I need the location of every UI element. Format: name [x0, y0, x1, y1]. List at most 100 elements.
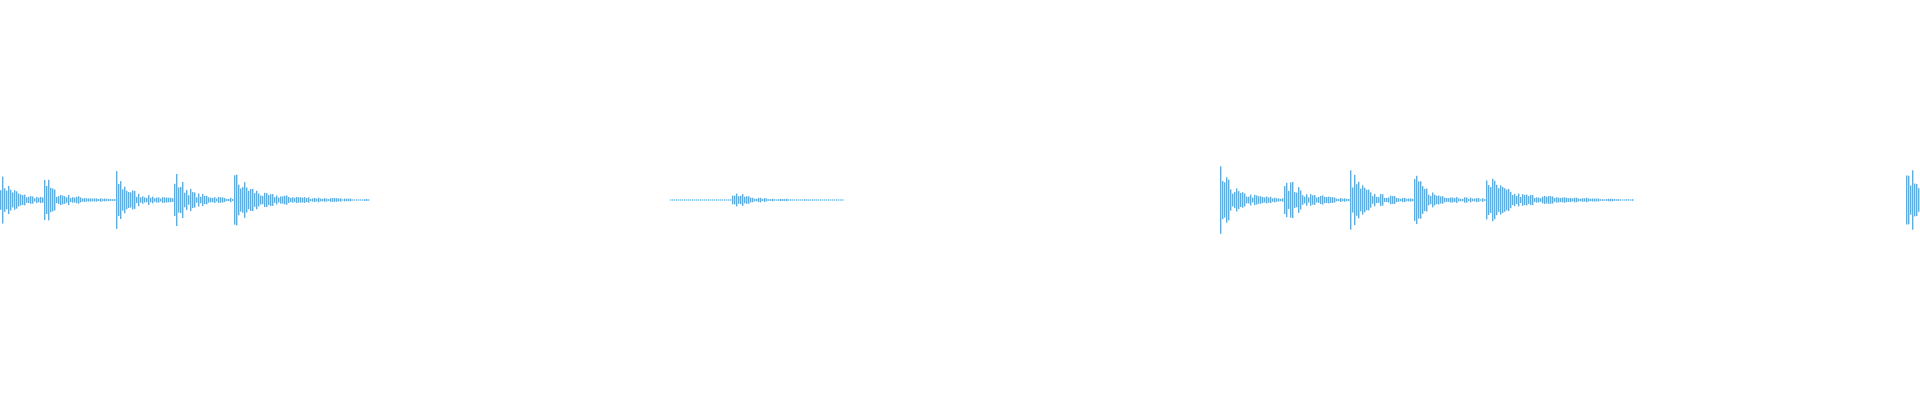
- waveform-bar: [66, 197, 68, 203]
- waveform-bar: [138, 193, 140, 207]
- waveform-bar: [178, 187, 180, 213]
- waveform-bar: [694, 199, 696, 201]
- waveform-bar: [1620, 199, 1622, 201]
- waveform-bar: [1238, 191, 1240, 209]
- waveform-bar: [266, 193, 268, 207]
- waveform-bar: [724, 199, 726, 201]
- waveform-bar: [276, 195, 278, 205]
- waveform-bar: [730, 199, 732, 201]
- waveform-bar: [1524, 195, 1526, 205]
- waveform-bar: [54, 189, 56, 211]
- waveform-bar: [1908, 175, 1910, 225]
- waveform-bar: [1626, 199, 1628, 201]
- waveform-bar: [1398, 198, 1400, 202]
- waveform-bar: [1242, 192, 1244, 208]
- waveform-bar: [1590, 198, 1592, 202]
- waveform-bar: [1628, 199, 1630, 201]
- waveform-bar: [1602, 199, 1604, 201]
- waveform-bar: [106, 198, 108, 202]
- waveform-bar: [322, 198, 324, 202]
- waveform-bar: [742, 194, 744, 206]
- waveform-bar: [210, 197, 212, 203]
- waveform-bar: [1588, 198, 1590, 202]
- waveform-bar: [1490, 187, 1492, 213]
- waveform-bar: [770, 199, 772, 201]
- waveform-bar: [1598, 198, 1600, 202]
- waveform-bar: [748, 196, 750, 204]
- waveform-bar: [790, 199, 792, 201]
- waveform-bar: [174, 183, 176, 217]
- waveform-bar: [1284, 186, 1286, 214]
- waveform-bar: [1304, 196, 1306, 204]
- waveform-bar: [1608, 198, 1610, 202]
- waveform-bar: [692, 199, 694, 201]
- waveform-bar: [1514, 193, 1516, 207]
- waveform-bar: [64, 196, 66, 204]
- waveform-bar: [812, 199, 814, 201]
- waveform-bar: [228, 198, 230, 202]
- waveform-bar: [786, 198, 788, 202]
- waveform-bar: [772, 198, 774, 202]
- waveform-bar: [1566, 197, 1568, 203]
- waveform-bar: [1570, 198, 1572, 202]
- waveform-bar: [788, 199, 790, 201]
- waveform-bar: [1466, 197, 1468, 203]
- waveform-bar: [1586, 197, 1588, 203]
- waveform-bar: [756, 198, 758, 202]
- waveform-bar: [1474, 198, 1476, 202]
- waveform-bar: [1556, 197, 1558, 203]
- waveform-bar: [8, 186, 10, 214]
- waveform-bar: [114, 199, 116, 201]
- waveform-bar: [324, 198, 326, 202]
- waveform-bar: [30, 196, 32, 204]
- waveform-bar: [330, 198, 332, 202]
- waveform-bar: [124, 186, 126, 214]
- waveform-bar: [90, 198, 92, 202]
- waveform-bar: [94, 198, 96, 202]
- waveform-bar: [122, 189, 124, 211]
- waveform-bar: [816, 199, 818, 201]
- waveform-bar: [70, 198, 72, 202]
- waveform-bar: [166, 197, 168, 203]
- waveform-bar: [1274, 197, 1276, 203]
- waveform-bar: [834, 199, 836, 201]
- waveform-bar: [190, 188, 192, 212]
- waveform-bar: [778, 199, 780, 201]
- waveform-bar: [1486, 180, 1488, 220]
- waveform-bar: [1394, 196, 1396, 204]
- waveform-bar: [1370, 192, 1372, 208]
- waveform-bar: [338, 198, 340, 202]
- waveform-bar: [312, 198, 314, 202]
- waveform-bar: [302, 197, 304, 203]
- waveform-bar: [288, 196, 290, 203]
- waveform-bar: [218, 196, 220, 203]
- waveform-bar: [248, 190, 250, 210]
- waveform-bar: [246, 187, 248, 213]
- waveform-bar: [1222, 181, 1224, 220]
- waveform-bar: [1406, 198, 1408, 202]
- waveform-bar: [1262, 197, 1264, 203]
- waveform-bar: [254, 193, 256, 207]
- waveform-bar: [806, 199, 808, 201]
- waveform-bar: [1574, 197, 1576, 203]
- waveform-bar: [194, 192, 196, 208]
- waveform-bar: [222, 197, 224, 203]
- waveform-bar: [1564, 197, 1566, 203]
- waveform-bar: [1434, 194, 1436, 206]
- waveform-bar: [1528, 196, 1530, 204]
- waveform-bar: [718, 199, 720, 201]
- waveform-bar: [1420, 181, 1422, 219]
- waveform-bar: [1460, 198, 1462, 202]
- waveform-bar: [1584, 198, 1586, 202]
- waveform-bar: [1444, 197, 1446, 203]
- waveform-bar: [1424, 188, 1426, 212]
- waveform-bar: [112, 199, 114, 201]
- waveform-bar: [264, 192, 266, 208]
- waveform-bar: [1326, 197, 1328, 203]
- waveform-bar: [16, 191, 18, 209]
- waveform-bar: [104, 198, 106, 202]
- waveform-bar: [1568, 198, 1570, 202]
- waveform-bar: [1230, 189, 1232, 211]
- waveform-bar: [304, 197, 306, 203]
